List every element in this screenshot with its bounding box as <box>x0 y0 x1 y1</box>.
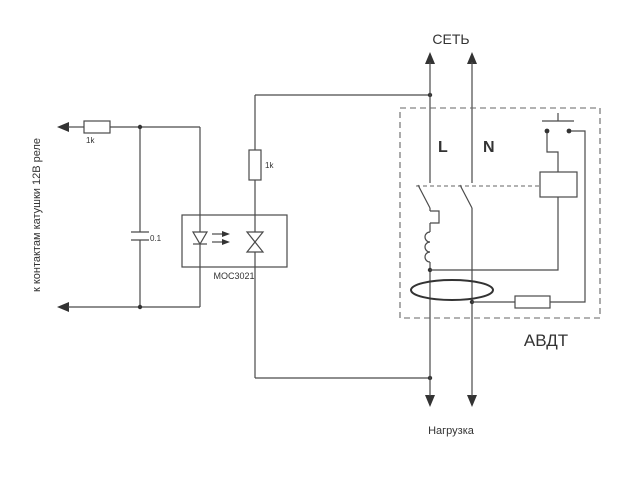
neutral-pole <box>459 62 475 396</box>
trip-solenoid-branch <box>430 133 578 271</box>
mains-label: СЕТЬ <box>432 31 469 47</box>
thermal-release-icon <box>430 210 440 224</box>
test-resistor <box>514 295 551 309</box>
test-button-terminal <box>566 128 572 134</box>
resistor-gate-label: 1k <box>265 161 274 170</box>
light-arrows-icon <box>212 231 230 245</box>
triac-icon <box>245 231 265 243</box>
line-marker: L <box>438 139 448 156</box>
relay-contact-note: к контактам катушки 12В реле <box>31 138 43 292</box>
line-pole <box>417 62 440 396</box>
differential-transformer <box>410 279 494 301</box>
capacitor-label: 0.1 <box>150 234 162 243</box>
led-icon <box>191 231 209 246</box>
device-label: АВДТ <box>524 331 568 350</box>
optocoupler-label: MOC3021 <box>213 271 254 281</box>
input-wire-bottom <box>57 267 201 312</box>
capacitor-branch: 0.1 <box>131 124 162 310</box>
triac-return-wire <box>254 267 433 381</box>
optocoupler: MOC3021 <box>181 214 288 281</box>
arrow-left-bottom-icon <box>57 302 69 312</box>
breaker-contact-blade <box>417 184 431 209</box>
arrow-left-top-icon <box>57 122 69 132</box>
arrow-up-icon <box>467 52 477 64</box>
breaker-contact-blade <box>459 184 473 209</box>
arrow-down-icon <box>425 395 435 407</box>
test-button <box>542 113 574 134</box>
neutral-marker: N <box>483 139 495 156</box>
resistor-gate <box>248 149 262 181</box>
junction-dot <box>137 304 143 310</box>
test-resistor-branch <box>472 130 586 309</box>
relay-contact-note-group: к контактам катушки 12В реле <box>31 138 43 292</box>
magnetic-release-coil-icon <box>424 231 431 263</box>
arrow-down-icon <box>467 395 477 407</box>
resistor-input <box>83 120 111 134</box>
test-button-terminal <box>544 128 550 134</box>
load-label: Нагрузка <box>428 425 475 437</box>
gate-resistor-branch: 1k <box>248 92 433 215</box>
resistor-input-label: 1k <box>86 136 95 145</box>
input-wire-top: 1k <box>57 120 201 215</box>
trip-solenoid <box>539 171 578 198</box>
rcbo-enclosure <box>399 107 601 319</box>
mains-arrows <box>425 52 477 64</box>
arrow-up-icon <box>425 52 435 64</box>
junction-dot <box>137 124 143 130</box>
load-arrows <box>425 395 477 407</box>
